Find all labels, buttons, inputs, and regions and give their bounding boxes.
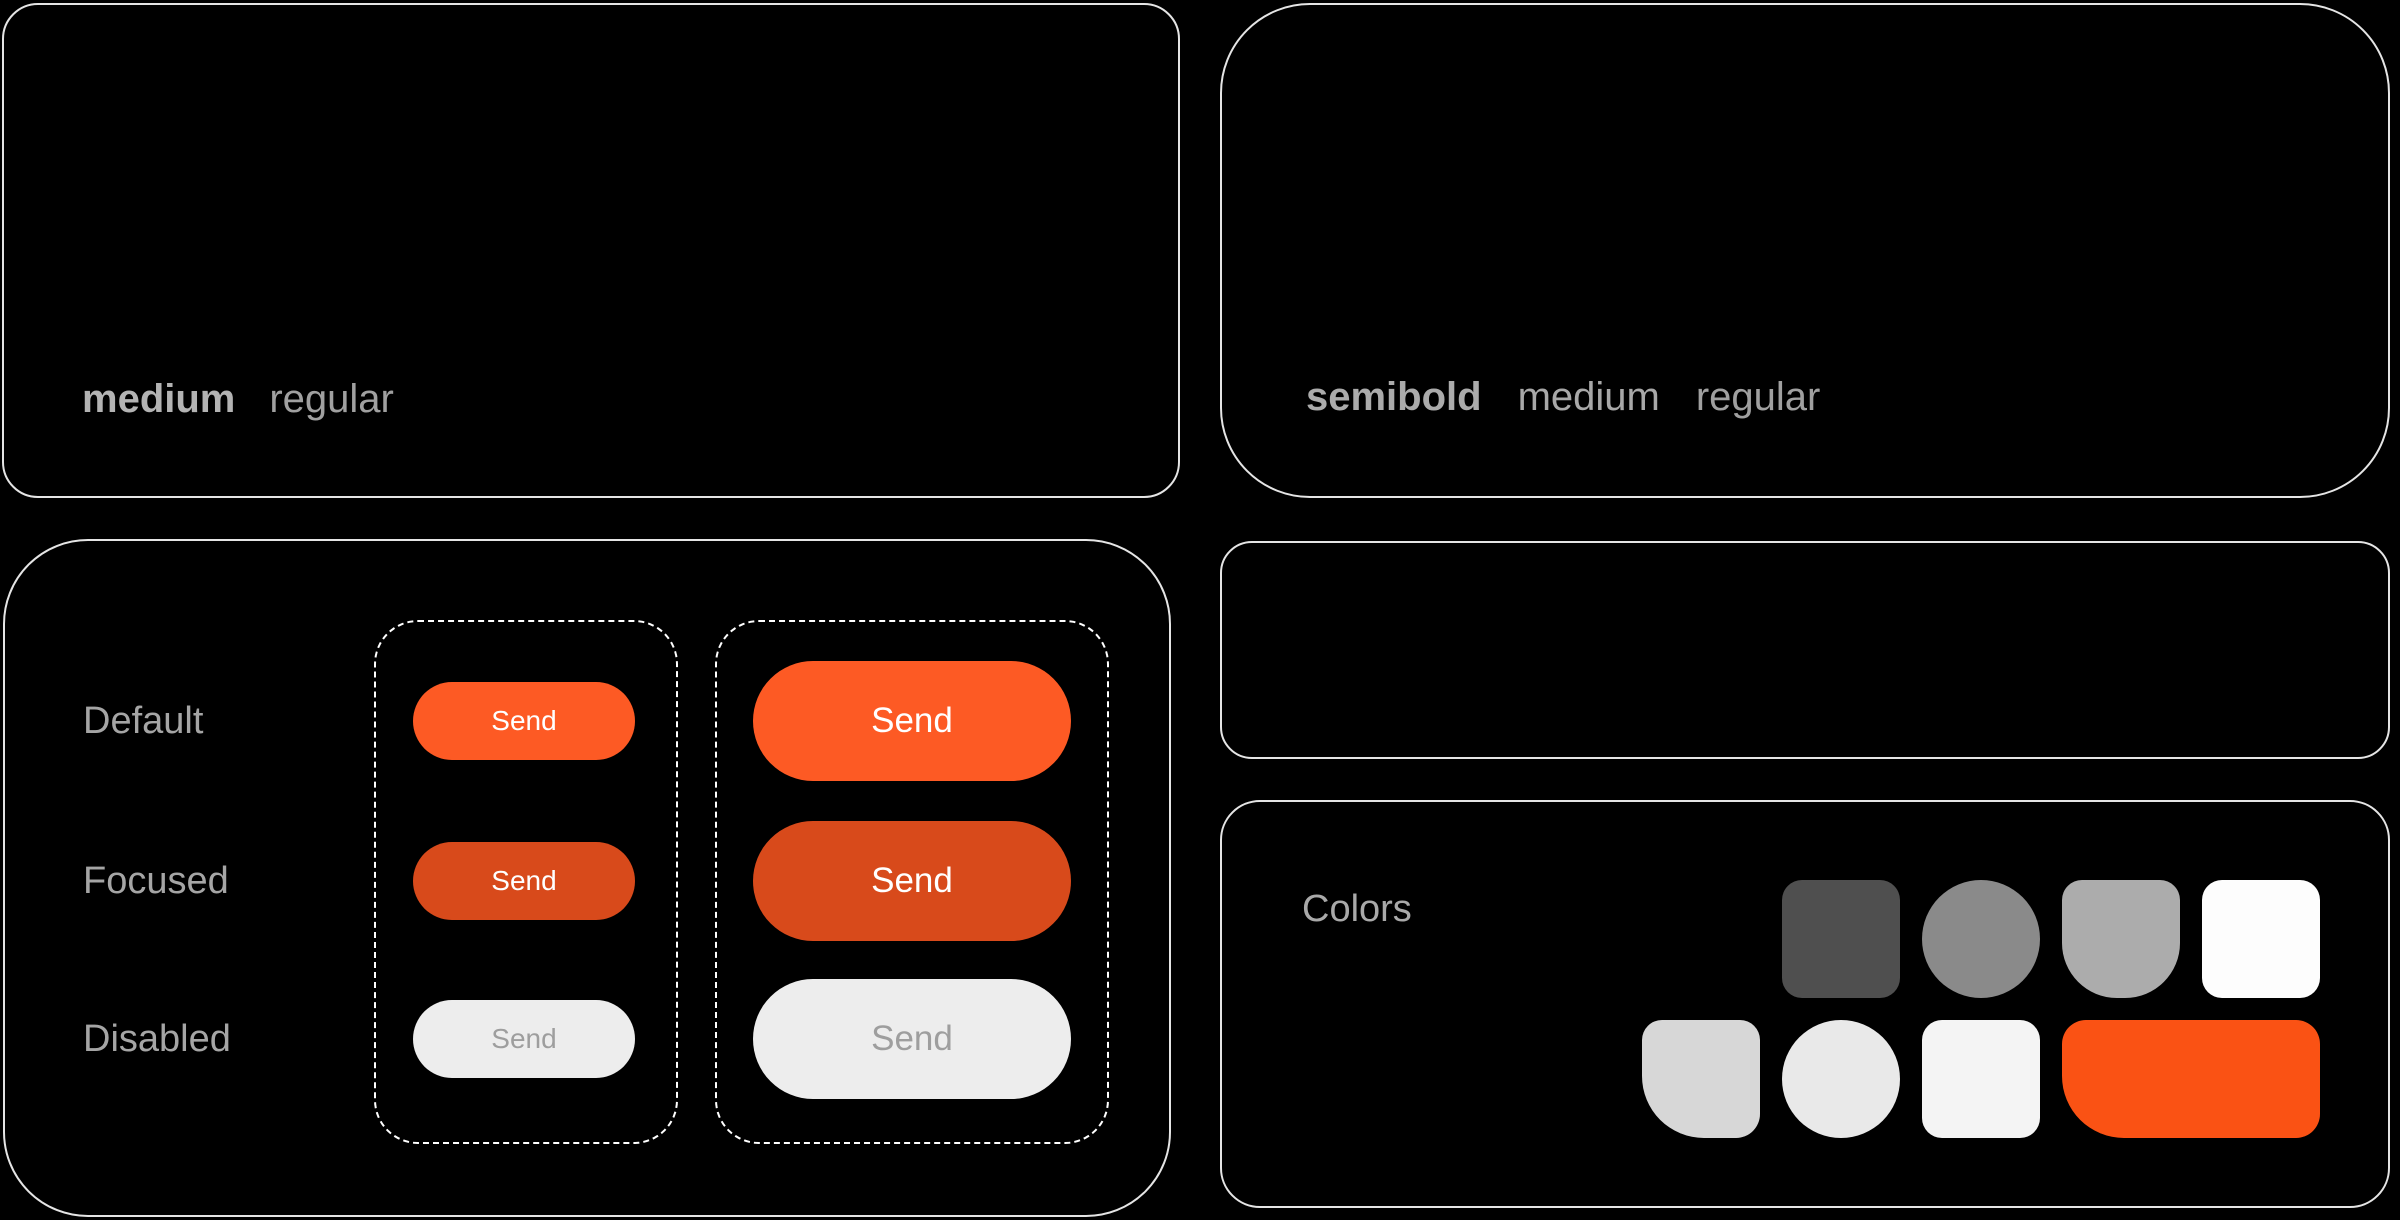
send-button-large-disabled[interactable]: Send (753, 979, 1071, 1099)
send-button-large-default[interactable]: Send (753, 661, 1071, 781)
body-font-weights-row: medium regular (82, 377, 394, 421)
state-label-focused: Focused (83, 860, 229, 902)
swatch-near-white (1782, 1020, 1900, 1138)
typography-body-panel: medium regular (2, 3, 1180, 498)
heading-weight-medium-label: medium (1517, 375, 1660, 419)
button-group-small: Send Send Send (374, 620, 678, 1144)
button-group-large: Send Send Send (715, 620, 1109, 1144)
swatch-pale-gray (1642, 1020, 1760, 1138)
button-states-panel: Default Focused Disabled Send Send Send … (3, 539, 1171, 1217)
colors-panel: Colors (1220, 800, 2390, 1208)
heading-font-weights-row: semibold medium regular (1306, 375, 1820, 419)
swatch-mid-gray (1922, 880, 2040, 998)
send-button-small-default[interactable]: Send (413, 682, 635, 760)
empty-spec-panel (1220, 541, 2390, 759)
state-label-default: Default (83, 700, 204, 742)
typography-heading-panel: semibold medium regular (1220, 3, 2390, 498)
state-label-disabled: Disabled (83, 1018, 231, 1060)
colors-panel-title: Colors (1302, 888, 1412, 930)
swatch-dark-gray (1782, 880, 1900, 998)
body-weight-medium-label: medium (82, 377, 236, 421)
swatch-brand-orange (2062, 1020, 2320, 1138)
swatch-light-gray (2062, 880, 2180, 998)
heading-weight-semibold-label: semibold (1306, 375, 1482, 419)
heading-weight-regular-label: regular (1695, 375, 1821, 419)
send-button-small-focused[interactable]: Send (413, 842, 635, 920)
swatch-white (2202, 880, 2320, 998)
send-button-small-disabled[interactable]: Send (413, 1000, 635, 1078)
send-button-large-focused[interactable]: Send (753, 821, 1071, 941)
body-weight-regular-label: regular (269, 377, 394, 421)
swatch-off-white (1922, 1020, 2040, 1138)
